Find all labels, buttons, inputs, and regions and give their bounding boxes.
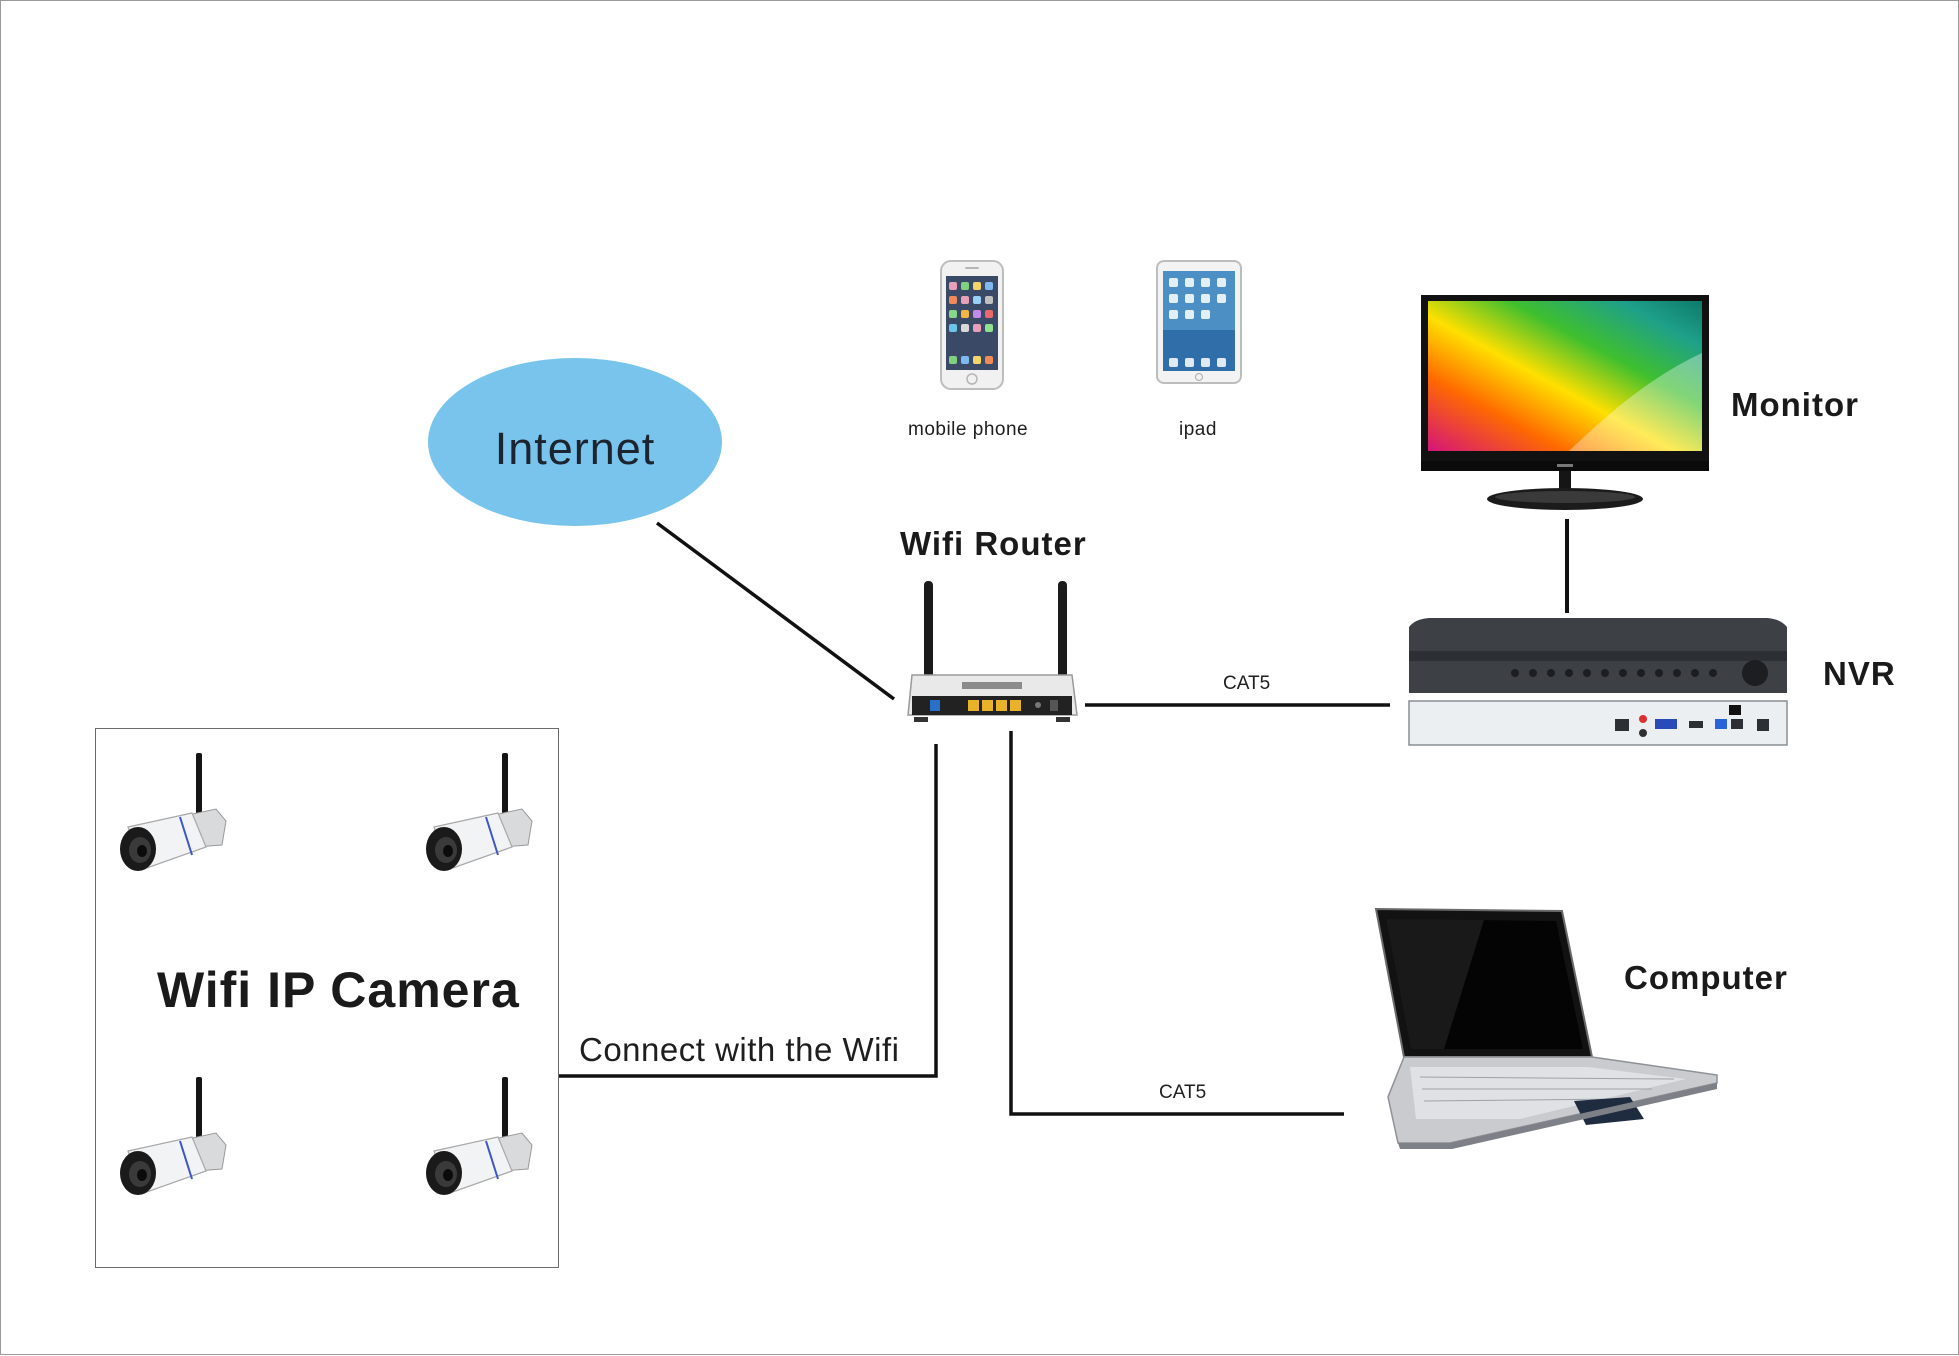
camera-icon: [426, 1077, 533, 1195]
internet-node: Internet: [428, 358, 722, 526]
edge-camera-router: [559, 744, 938, 1078]
mobile-phone-icon: [940, 260, 1004, 390]
laptop-icon: [1374, 907, 1718, 1149]
ipad-icon: [1156, 260, 1242, 384]
camera-icon: [120, 753, 227, 871]
wifi-router-label: Wifi Router: [900, 525, 1087, 562]
wifi-router-icon: [907, 581, 1078, 722]
monitor-label: Monitor: [1731, 386, 1859, 423]
camera-link-label: Connect with the Wifi: [579, 1031, 900, 1068]
edge-internet-router: [655, 521, 896, 701]
nvr-icon: [1408, 618, 1788, 746]
internet-label: Internet: [494, 423, 656, 474]
mobile-phone-label: mobile phone: [908, 419, 1029, 440]
edge-router-computer: [1009, 731, 1344, 1116]
camera-icon: [426, 753, 533, 871]
camera-group-label: Wifi IP Camera: [157, 962, 520, 1018]
monitor-icon: [1421, 295, 1709, 510]
nvr-label: NVR: [1823, 655, 1896, 692]
computer-label: Computer: [1624, 959, 1788, 996]
computer-link-label: CAT5: [1159, 1082, 1207, 1103]
ipad-label: ipad: [1179, 419, 1217, 440]
nvr-link-label: CAT5: [1223, 673, 1271, 694]
camera-icon: [120, 1077, 227, 1195]
camera-group: Wifi IP Camera: [95, 728, 559, 1268]
